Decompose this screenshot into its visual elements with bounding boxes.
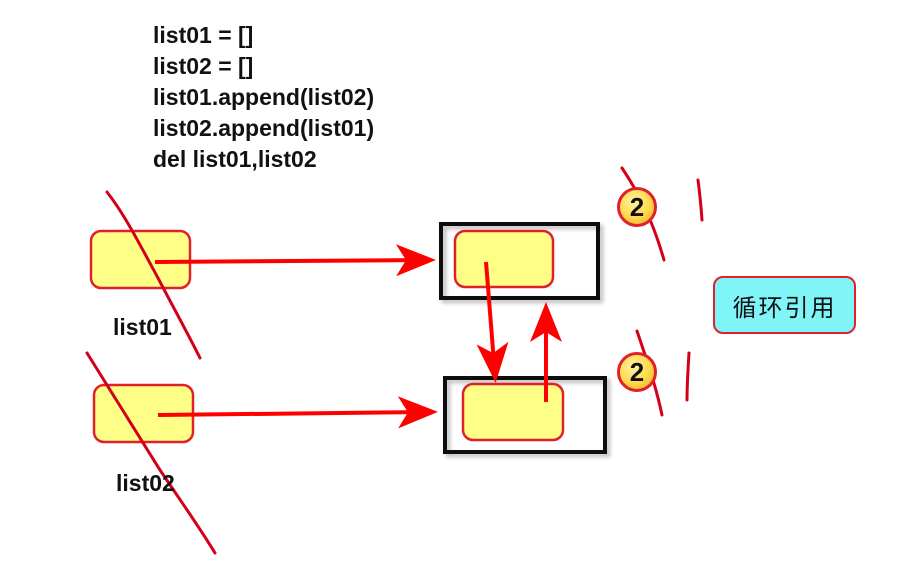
list01-object-frame	[439, 222, 600, 300]
list01-to-list02-arrow	[476, 261, 509, 383]
code-line-2: list02 = []	[153, 53, 254, 79]
list02-object-frame	[443, 376, 607, 454]
code-line-1: list01 = []	[153, 22, 254, 48]
list01-reference-arrow	[154, 244, 436, 277]
code-line-5: del list01,list02	[153, 146, 317, 172]
label-list02: list02	[116, 470, 175, 496]
code-snippet: list01 = [] list02 = [] list01.append(li…	[153, 20, 374, 175]
cycle-reference-label: 循环引用	[713, 276, 856, 334]
list01-object-slot	[453, 229, 555, 289]
tally-mark-1	[696, 178, 704, 222]
refcount-badge-list02: 2	[617, 352, 657, 392]
tally-mark-2	[685, 351, 691, 402]
strike-list02	[85, 351, 217, 555]
strike-list01	[105, 190, 202, 360]
list02-reference-arrow	[157, 396, 438, 429]
list02-object-slot	[461, 382, 565, 442]
code-line-4: list02.append(list01)	[153, 115, 375, 141]
code-line-3: list01.append(list02)	[153, 84, 375, 110]
list01-variable-box	[89, 229, 192, 290]
label-list01: list01	[113, 314, 172, 340]
refcount-badge-list01: 2	[617, 187, 657, 227]
